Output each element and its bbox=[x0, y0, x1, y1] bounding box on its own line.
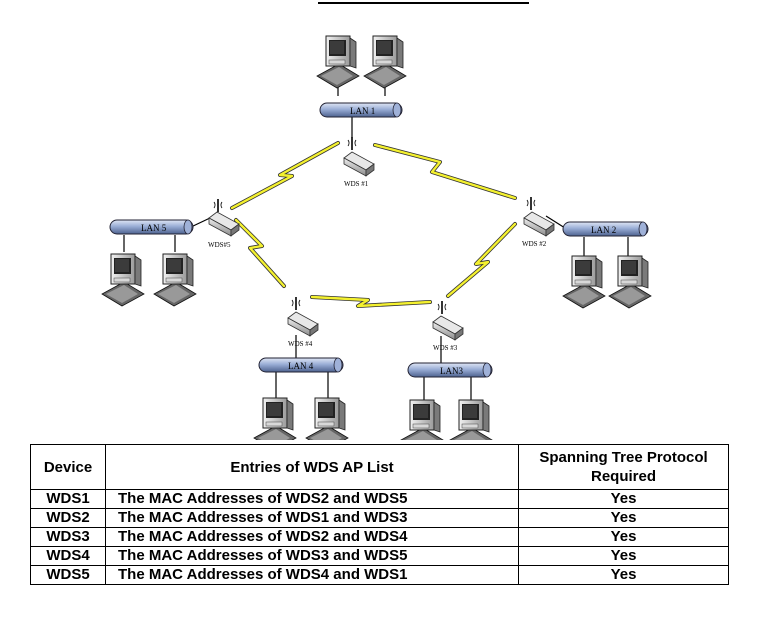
wireless-link-2-3 bbox=[446, 222, 517, 298]
wireless-link-4-3 bbox=[310, 295, 432, 308]
lan-1-cluster: LAN 1 WDS #1 bbox=[316, 35, 407, 188]
stp-required-cell: Yes bbox=[518, 565, 729, 585]
wds-5-access-point: WDS#5 bbox=[208, 198, 240, 249]
wds-5-label: WDS#5 bbox=[208, 241, 231, 249]
table-row: WDS4 The MAC Addresses of WDS3 and WDS5 … bbox=[30, 546, 729, 566]
lan-5-label: LAN 5 bbox=[141, 223, 167, 233]
lan-1-segment: LAN 1 bbox=[319, 102, 403, 118]
stp-required-cell: Yes bbox=[518, 508, 729, 528]
lan-1-label: LAN 1 bbox=[350, 106, 375, 116]
device-cell: WDS2 bbox=[30, 508, 106, 528]
wds-2-label: WDS #2 bbox=[522, 240, 547, 248]
pc-icon bbox=[305, 397, 349, 440]
pc-icon bbox=[449, 399, 493, 440]
device-cell: WDS4 bbox=[30, 546, 106, 566]
wds-ap-list-table: Device Entries of WDS AP List Spanning T… bbox=[30, 444, 729, 585]
table-row: WDS2 The MAC Addresses of WDS1 and WDS3 … bbox=[30, 508, 729, 528]
pc-icon bbox=[562, 255, 606, 309]
entries-cell: The MAC Addresses of WDS2 and WDS4 bbox=[105, 527, 519, 547]
lan-2-cluster: LAN 2 WDS #2 bbox=[522, 196, 652, 309]
lan-5-segment: LAN 5 bbox=[109, 219, 194, 235]
pc-icon bbox=[253, 397, 297, 440]
table-header-row: Device Entries of WDS AP List Spanning T… bbox=[30, 444, 729, 490]
header-device: Device bbox=[30, 444, 106, 490]
table-row: WDS5 The MAC Addresses of WDS4 and WDS1 … bbox=[30, 565, 729, 585]
lan-3-cluster: WDS #3 LAN3 bbox=[400, 300, 493, 440]
lan-3-label: LAN3 bbox=[440, 366, 463, 376]
lan-2-label: LAN 2 bbox=[591, 225, 616, 235]
wds-1-label: WDS #1 bbox=[344, 180, 369, 188]
wireless-link-1-5 bbox=[230, 141, 340, 210]
entries-cell: The MAC Addresses of WDS4 and WDS1 bbox=[105, 565, 519, 585]
wds-4-access-point: WDS #4 bbox=[287, 296, 319, 348]
stp-required-cell: Yes bbox=[518, 489, 729, 509]
lan-4-label: LAN 4 bbox=[288, 361, 314, 371]
lan-4-segment: LAN 4 bbox=[258, 357, 344, 373]
wds-3-access-point: WDS #3 bbox=[432, 300, 464, 352]
wireless-link-1-2 bbox=[373, 143, 517, 200]
wds-2-access-point: WDS #2 bbox=[522, 196, 555, 248]
wds-1-access-point: WDS #1 bbox=[343, 136, 375, 188]
header-entries: Entries of WDS AP List bbox=[105, 444, 519, 490]
entries-cell: The MAC Addresses of WDS1 and WDS3 bbox=[105, 508, 519, 528]
pc-icon bbox=[608, 255, 652, 309]
stp-required-cell: Yes bbox=[518, 546, 729, 566]
pc-icon bbox=[153, 253, 197, 307]
wireless-links bbox=[230, 141, 517, 308]
wds-network-diagram: LAN 1 WDS #1 LAN 2 WDS #2 bbox=[101, 2, 652, 440]
device-cell: WDS1 bbox=[30, 489, 106, 509]
table-row: WDS3 The MAC Addresses of WDS2 and WDS4 … bbox=[30, 527, 729, 547]
pc-icon bbox=[316, 35, 360, 89]
wireless-link-5-4 bbox=[234, 218, 286, 288]
header-spanning-tree: Spanning Tree Protocol Required bbox=[518, 444, 729, 490]
lan-4-cluster: WDS #4 LAN 4 bbox=[253, 296, 349, 440]
table-row: WDS1 The MAC Addresses of WDS2 and WDS5 … bbox=[30, 489, 729, 509]
wds-3-label: WDS #3 bbox=[433, 344, 458, 352]
pc-icon bbox=[400, 399, 444, 440]
entries-cell: The MAC Addresses of WDS3 and WDS5 bbox=[105, 546, 519, 566]
lan-2-segment: LAN 2 bbox=[562, 221, 649, 237]
device-cell: WDS3 bbox=[30, 527, 106, 547]
lan-5-cluster: LAN 5 WDS#5 bbox=[101, 198, 240, 307]
device-cell: WDS5 bbox=[30, 565, 106, 585]
wds-4-label: WDS #4 bbox=[288, 340, 313, 348]
entries-cell: The MAC Addresses of WDS2 and WDS5 bbox=[105, 489, 519, 509]
pc-icon bbox=[363, 35, 407, 89]
pc-icon bbox=[101, 253, 145, 307]
stp-required-cell: Yes bbox=[518, 527, 729, 547]
lan-3-segment: LAN3 bbox=[407, 362, 493, 378]
